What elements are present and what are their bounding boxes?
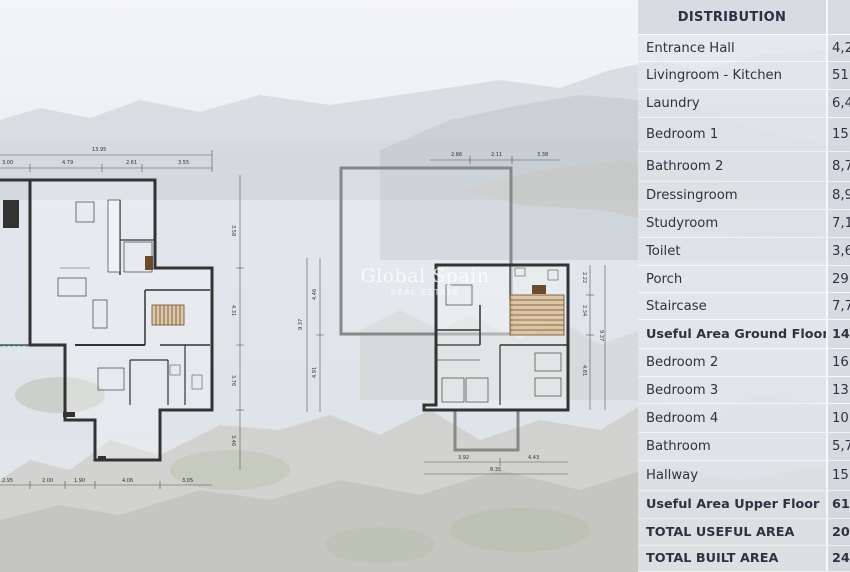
upper-dim-right-2: 2.34 xyxy=(581,305,587,316)
table-header-value-cell xyxy=(826,0,850,34)
row-label: Studyroom xyxy=(638,210,826,237)
row-value: 16 xyxy=(826,349,850,376)
row-label: Entrance Hall xyxy=(638,35,826,61)
row-label: Useful Area Upper Floor xyxy=(638,491,826,518)
row-value: 20 xyxy=(826,519,850,545)
row-label: Laundry xyxy=(638,90,826,117)
ground-dim-top-4: 3.55 xyxy=(178,160,189,166)
row-label: Bedroom 3 xyxy=(638,377,826,403)
row-label: Hallway xyxy=(638,461,826,490)
ground-dim-right-1: 3.58 xyxy=(230,225,236,236)
ground-dim-top-1: 3.00 xyxy=(2,160,13,166)
floor-plans: 13.95 3.00 4.79 2.61 3.55 2.95 2.00 1.90… xyxy=(0,147,606,489)
row-value: 7,1 xyxy=(826,210,850,237)
ground-dim-bottom-3: 1.90 xyxy=(74,478,85,484)
row-label: Toilet xyxy=(638,238,826,265)
table-header: DISTRIBUTION xyxy=(638,0,826,34)
row-value: 51 xyxy=(826,62,850,89)
upper-floor-plan xyxy=(306,156,606,475)
row-value: 3,6 xyxy=(826,238,850,265)
distribution-table: DISTRIBUTION Entrance Hall4,2Livingroom … xyxy=(638,0,850,572)
row-label: TOTAL USEFUL AREA xyxy=(638,519,826,545)
row-label: Porch xyxy=(638,266,826,292)
row-label: Useful Area Ground Floor xyxy=(638,320,826,348)
ground-dim-bottom-5: 3.05 xyxy=(182,478,193,484)
row-value: 6,4 xyxy=(826,90,850,117)
ground-dim-top-2: 4.79 xyxy=(62,160,73,166)
row-value: 7,7 xyxy=(826,293,850,319)
row-label: TOTAL BUILT AREA xyxy=(638,546,826,571)
row-value: 10 xyxy=(826,404,850,432)
row-value: 24 xyxy=(826,546,850,571)
ground-dim-bottom-2: 2.00 xyxy=(42,478,53,484)
upper-dim-left-1: 4.46 xyxy=(312,289,318,300)
row-label: Bedroom 2 xyxy=(638,349,826,376)
upper-dim-left-total: 9.37 xyxy=(298,319,304,330)
row-value: 14 xyxy=(826,320,850,348)
ground-dim-right-3: 3.76 xyxy=(230,375,236,386)
ground-dim-top-3: 2.61 xyxy=(126,160,137,166)
upper-dim-top-3: 3.38 xyxy=(537,152,548,158)
row-label: Staircase xyxy=(638,293,826,319)
table-row: Bathroom 28,7 xyxy=(638,152,850,182)
upper-dim-bottom-1: 3.92 xyxy=(458,455,469,461)
ground-dim-bottom-1: 2.95 xyxy=(2,478,13,484)
upper-dim-right-total: 9.37 xyxy=(598,330,604,341)
ground-dim-right-4: 3.46 xyxy=(230,435,236,446)
row-label: Livingroom - Kitchen xyxy=(638,62,826,89)
row-label: Bedroom 4 xyxy=(638,404,826,432)
upper-dim-top-1: 2.86 xyxy=(451,152,462,158)
row-value: 4,2 xyxy=(826,35,850,61)
row-label: Dressingroom xyxy=(638,182,826,209)
upper-dim-top-2: 2.11 xyxy=(491,152,502,158)
upper-dim-bottom-2: 4.43 xyxy=(528,455,539,461)
upper-dim-bottom-total: 8.35 xyxy=(490,467,501,473)
ground-floor-plan xyxy=(0,150,244,489)
row-label: Bathroom 2 xyxy=(638,152,826,181)
row-value: 13 xyxy=(826,377,850,403)
table-header-row: DISTRIBUTION xyxy=(638,0,850,35)
upper-dim-left-2: 4.91 xyxy=(312,367,318,378)
row-value: 15 xyxy=(826,461,850,490)
row-value: 29 xyxy=(826,266,850,292)
row-label: Bathroom xyxy=(638,433,826,460)
upper-dim-right-3: 4.81 xyxy=(581,365,587,376)
row-label: Bedroom 1 xyxy=(638,118,826,151)
row-value: 15 xyxy=(826,118,850,151)
ground-dim-right-2: 4.31 xyxy=(230,305,236,316)
row-value: 8,9 xyxy=(826,182,850,209)
upper-dim-right-1: 2.22 xyxy=(581,272,587,283)
row-value: 5,7 xyxy=(826,433,850,460)
row-value: 61 xyxy=(826,491,850,518)
ground-dim-top-total: 13.95 xyxy=(92,147,106,153)
ground-dim-bottom-4: 4.06 xyxy=(122,478,133,484)
row-value: 8,7 xyxy=(826,152,850,181)
